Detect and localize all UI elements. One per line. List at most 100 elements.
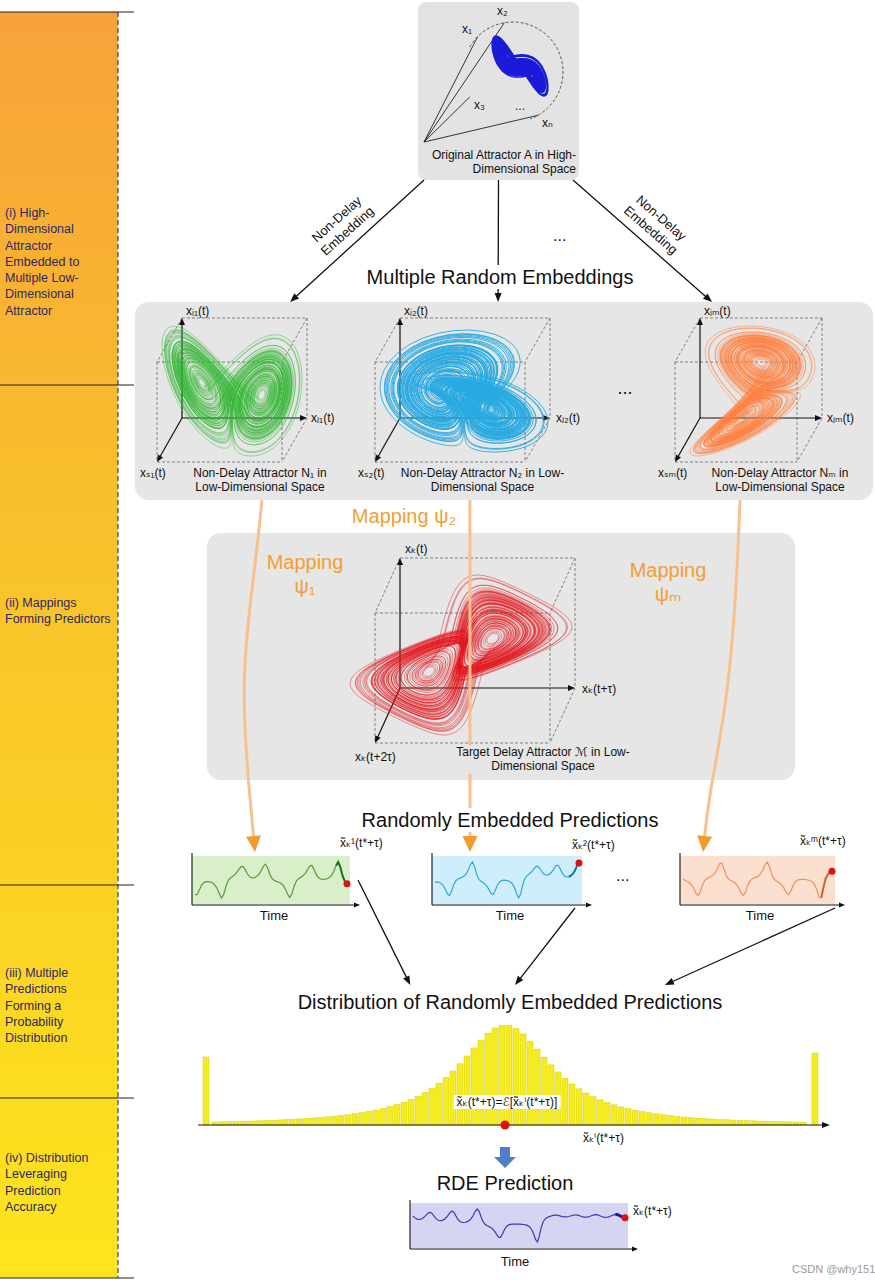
frame-edge (375, 362, 376, 462)
histogram-bar (646, 1113, 652, 1125)
connector (358, 880, 410, 985)
histogram-bar (737, 1120, 743, 1125)
arrow-head (397, 318, 403, 325)
histogram-bar (338, 1115, 344, 1125)
arrow-head (179, 318, 185, 325)
arrow-head (568, 685, 575, 691)
frame-edge (675, 362, 676, 462)
axis-title: Time (501, 1254, 529, 1270)
panel-caption: Non-Delay Attractor N₂ in Low-Dimensiona… (400, 466, 565, 495)
axis-line (191, 853, 192, 905)
frame-edge (157, 462, 282, 463)
frame-edge (700, 318, 822, 319)
arrow-head (632, 1247, 638, 1252)
histogram-bar (422, 1092, 428, 1125)
prediction-dot (622, 1214, 629, 1221)
axis-label: xᵢₘ(t) (704, 304, 731, 318)
histogram-bar (576, 1089, 582, 1125)
attractor-curve (380, 330, 548, 452)
histogram-bar (345, 1115, 351, 1125)
histogram-bar (562, 1078, 568, 1125)
axis-label: xₛₘ(t) (658, 466, 687, 480)
chart-background (410, 1203, 628, 1248)
axis-frame (157, 318, 307, 462)
histogram-bar (534, 1049, 540, 1125)
stage-divider (0, 12, 134, 13)
histogram-bar (548, 1065, 554, 1125)
arrow-head (494, 1157, 516, 1168)
prediction-segment (336, 862, 347, 884)
ellipsis: ... (617, 378, 632, 400)
frame-edge (797, 418, 822, 462)
connector (515, 908, 575, 985)
connector-group (515, 908, 575, 985)
frame-edge (182, 318, 307, 319)
axis-label: xⱼ₁(t) (311, 411, 334, 425)
histogram-bar (611, 1105, 617, 1125)
histogram-bar (513, 1029, 519, 1125)
prediction-label: x̃ₖ¹(t*+τ) (340, 836, 383, 850)
histogram-bar (506, 1025, 512, 1125)
chart-axes (410, 1200, 638, 1252)
axis-label: xₖ(t) (405, 542, 427, 556)
histogram-bar (569, 1084, 575, 1125)
frame-edge (550, 558, 575, 613)
arrow-head (675, 454, 681, 462)
histogram-bar (660, 1115, 666, 1125)
histogram (198, 1025, 830, 1129)
edge-label: Mapping ψ₂ (352, 504, 456, 528)
chart-background (680, 856, 835, 904)
section-heading: Distribution of Randomly Embedded Predic… (295, 990, 726, 1014)
edge-label: Non-Delay Embedding (616, 187, 695, 262)
axis-frame (675, 318, 822, 462)
prediction-segment (821, 871, 832, 898)
histogram-bar (268, 1120, 274, 1125)
histogram-bar (716, 1119, 722, 1125)
prediction-label: x̃ₖᵐ(t*+τ) (800, 834, 846, 848)
histogram-bar (282, 1120, 288, 1125)
arrow-head (697, 835, 712, 852)
histogram-bar (408, 1099, 414, 1125)
prediction-label: x̃ₖ(t*+τ) (633, 1204, 672, 1218)
histogram-bar (492, 1028, 498, 1125)
attractor-curve (492, 36, 548, 96)
histogram-bar (457, 1064, 463, 1125)
histogram-bar (604, 1103, 610, 1125)
axis-label: x₁ (462, 22, 472, 36)
arrow-head (462, 836, 477, 852)
histogram-bar (583, 1093, 589, 1125)
histogram-bar (331, 1116, 337, 1125)
histogram-bar (541, 1057, 547, 1125)
frame-edge (375, 318, 400, 362)
box-caption: Target Delay Attractor ℳ in Low-Dimensio… (450, 745, 636, 774)
stage-label: (iv) Distribution Leveraging Prediction … (5, 1150, 113, 1215)
histogram-bar (485, 1033, 491, 1125)
histogram-bar (317, 1117, 323, 1125)
stage-label: (ii) Mappings Forming Predictors (5, 595, 113, 628)
axis-label: xⱼₘ(t) (827, 411, 854, 425)
frame-edge (675, 318, 700, 362)
attractor-curve (162, 326, 302, 456)
frame-edge (675, 462, 797, 463)
arrow-head (300, 415, 307, 421)
histogram-bar (359, 1113, 365, 1125)
frame-edge (282, 318, 307, 362)
edge-label: Mapping ψₘ (623, 558, 713, 606)
histogram-bar (436, 1083, 442, 1125)
axis-label: xⱼ₂(t) (556, 411, 580, 425)
axis-label: x₂ (497, 4, 508, 18)
arrow-head (839, 903, 845, 908)
connector (573, 180, 712, 302)
connector (665, 908, 835, 985)
axis-line (432, 904, 587, 905)
box-caption: Original Attractor A in High-Dimensional… (420, 148, 576, 177)
section-heading: RDE Prediction (437, 1171, 574, 1195)
projection-ray (424, 97, 470, 142)
frame-edge (525, 318, 550, 362)
axis-line (409, 1200, 410, 1249)
axis-line (699, 324, 700, 418)
prediction-dot (576, 859, 583, 866)
axis-frame (375, 318, 550, 462)
frame-edge (375, 558, 400, 613)
